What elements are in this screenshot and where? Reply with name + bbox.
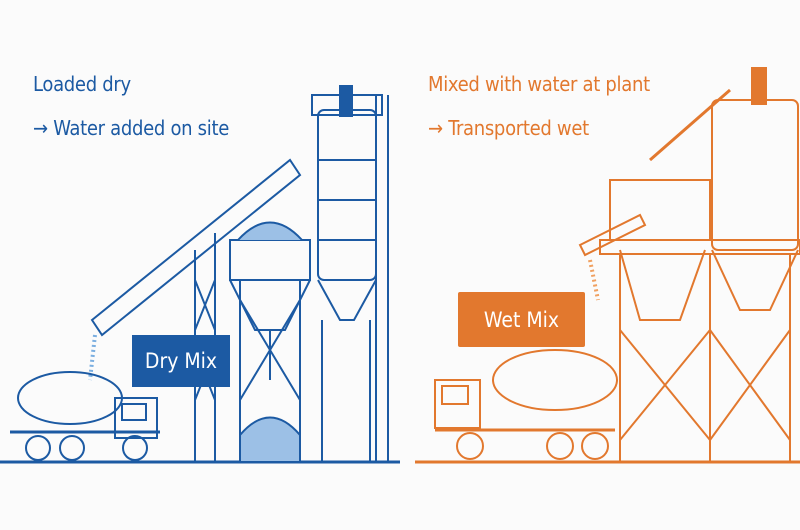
wet-caption-line2: → Transported wet [428, 116, 589, 140]
dry-caption-line1: Loaded dry [33, 72, 131, 96]
dry-mix-label-box [132, 335, 230, 387]
dry-mix-plant [0, 85, 400, 464]
wet-mix-label-box [458, 292, 585, 347]
wet-mix-label: Wet Mix [483, 307, 560, 332]
dry-caption-line2: → Water added on site [33, 116, 229, 140]
dry-mix-label: Dry Mix [144, 349, 218, 373]
wet-mix-plant [415, 67, 800, 464]
wet-caption-line1: Mixed with water at plant [428, 72, 650, 96]
